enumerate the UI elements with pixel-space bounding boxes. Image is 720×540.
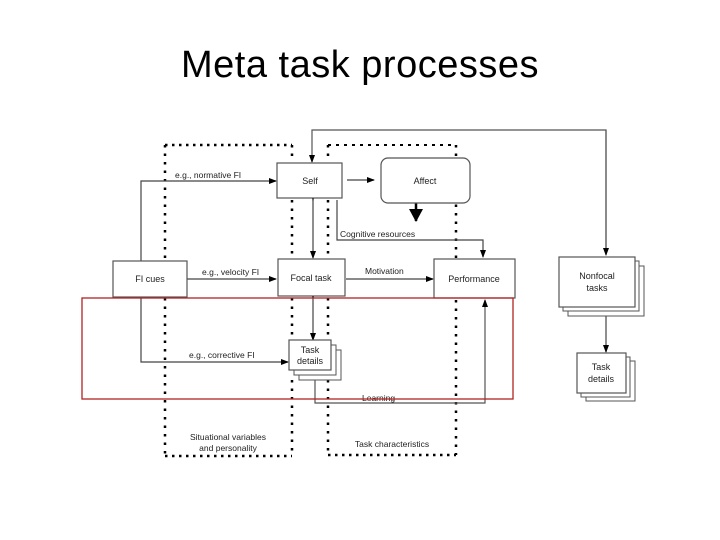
label-velocity-fi: e.g., velocity FI (202, 267, 259, 277)
slide-title: Meta task processes (181, 44, 539, 86)
edge-cognitive-resources (336, 200, 486, 258)
label-cognitive-resources: Cognitive resources (340, 229, 415, 239)
region-situational-variables: Situational variables and personality (163, 143, 294, 458)
region-situational-label-line1: Situational variables (190, 432, 266, 442)
label-corrective-fi: e.g., corrective FI (189, 350, 255, 360)
node-performance: Performance (433, 258, 516, 299)
edge-learning (314, 299, 488, 404)
node-self-label: Self (302, 176, 318, 186)
node-affect: Affect (380, 157, 471, 204)
node-self: Self (276, 162, 343, 199)
node-nonfocal-line1: Nonfocal (579, 271, 615, 281)
highlight-rectangle (81, 297, 514, 400)
edge-normative-fi (140, 178, 277, 261)
node-nonfocal-task-details: Task details (576, 352, 636, 402)
region-task-characteristics-label: Task characteristics (355, 439, 429, 449)
label-normative-fi: e.g., normative FI (175, 170, 241, 180)
node-focal-task: Focal task (277, 258, 346, 297)
node-task-details-line1: Task (301, 345, 320, 355)
node-nonfocal-line2: tasks (586, 283, 608, 293)
node-task-details-line2: details (297, 356, 324, 366)
node-task-details: Task details (288, 339, 342, 381)
node-affect-label: Affect (414, 176, 437, 186)
node-nonfocal-tasks: Nonfocal tasks (558, 256, 645, 317)
node-fi-cues: FI cues (112, 260, 188, 298)
edge-corrective-fi (140, 297, 289, 365)
node-performance-label: Performance (448, 274, 500, 284)
node-fi-cues-label: FI cues (135, 274, 165, 284)
label-learning: Learning (362, 393, 395, 403)
connectors (140, 129, 609, 404)
node-nonfocal-details-line2: details (588, 374, 615, 384)
label-motivation: Motivation (365, 266, 404, 276)
region-situational-label-line2: and personality (199, 443, 257, 453)
node-nonfocal-details-line1: Task (592, 362, 611, 372)
node-focal-task-label: Focal task (290, 273, 332, 283)
